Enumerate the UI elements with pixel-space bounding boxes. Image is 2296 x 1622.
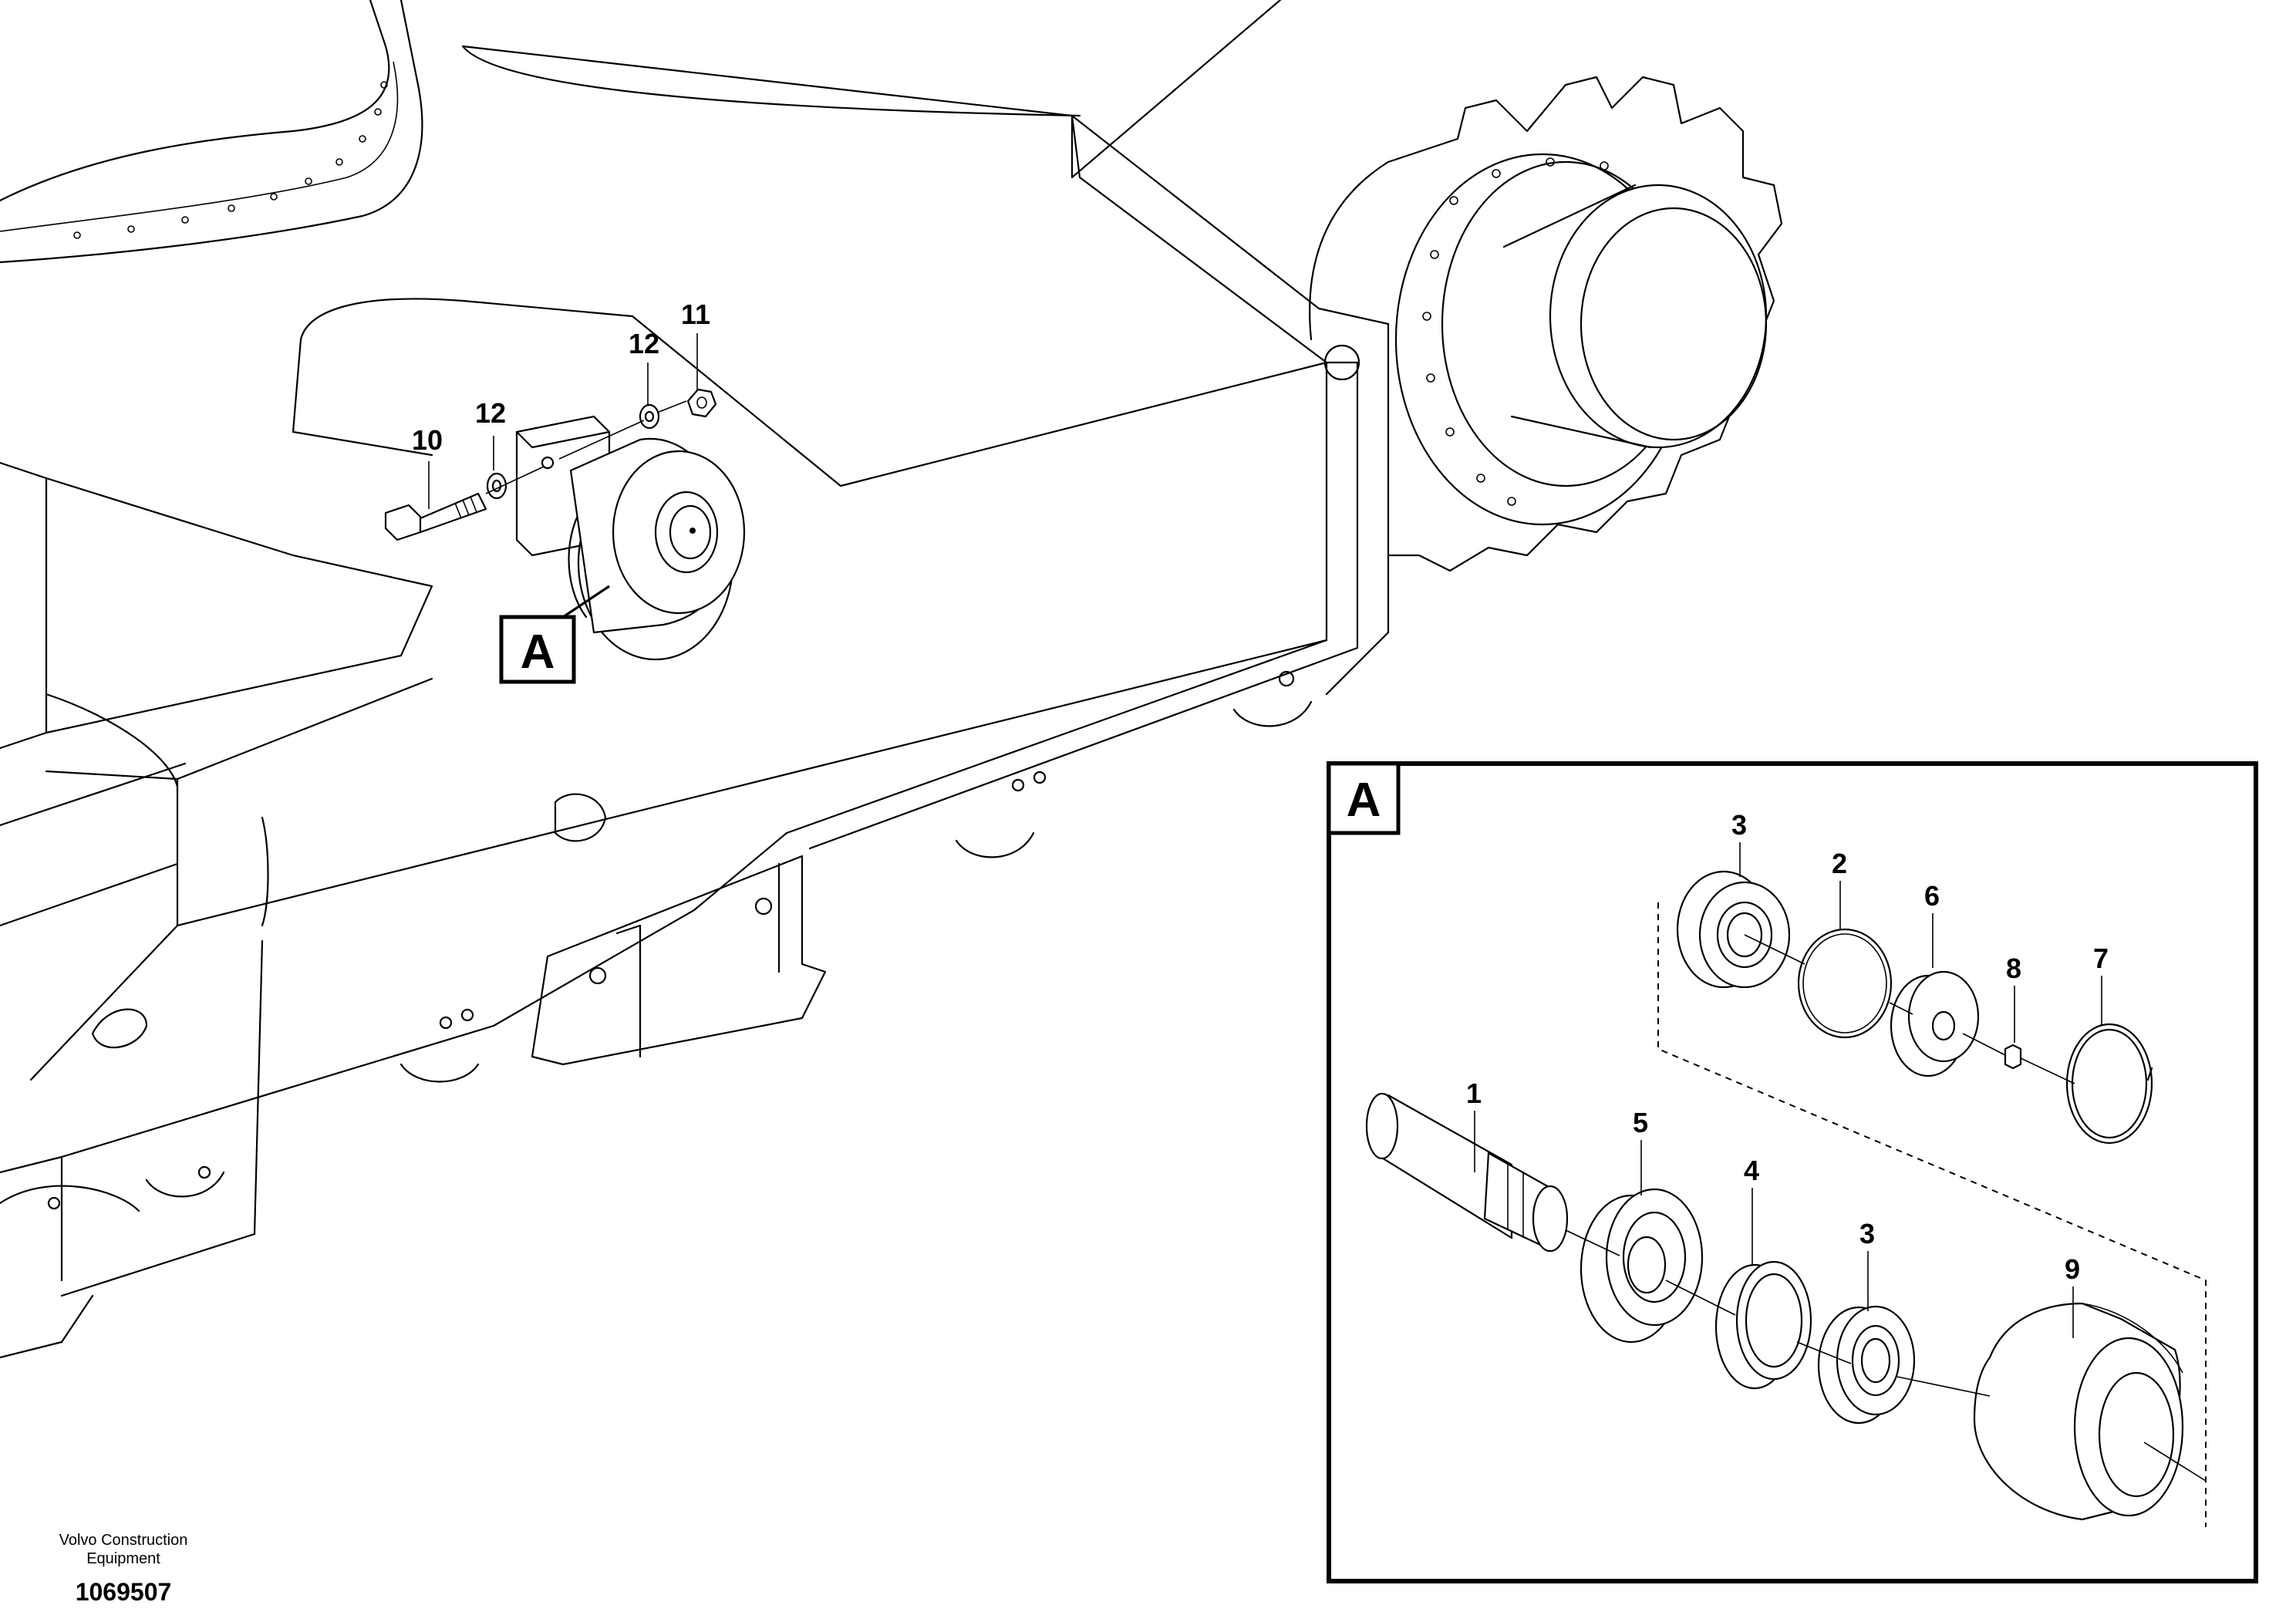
frame-details [47,344,1360,1210]
washer-12-left [486,472,507,500]
snap-ring-7 [2065,1023,2153,1145]
callout-10: 10 [412,424,443,456]
washer-12-right [639,403,660,430]
o-ring-2 [1797,928,1893,1039]
callout-11: 11 [681,298,710,330]
roller-9 [1973,1302,2184,1521]
callout-6: 6 [1924,880,1940,912]
callout-3-upper: 3 [1731,809,1747,841]
plug-8 [2004,1044,2022,1070]
track-frame-illustration [0,0,1783,1359]
slewing-ring [0,0,423,264]
detail-view-a [1327,761,2258,1583]
bearing-3-upper [1676,870,1791,989]
upper-axis [1744,934,2075,1084]
top-roller-assembly [515,415,746,661]
callout-9: 9 [2065,1253,2080,1285]
document-number: 1069507 [76,1578,172,1606]
manufacturer-line-2: Equipment [86,1550,160,1567]
manufacturer-line-1: Volvo Construction [59,1532,188,1549]
callout-7: 7 [2093,943,2109,974]
callout-4: 4 [1744,1155,1759,1186]
callout-2: 2 [1832,848,1847,879]
callout-8: 8 [2006,953,2021,984]
detail-reference-label: A [521,626,555,679]
group-outline [1657,902,2207,1527]
detail-leaders [1474,842,2102,1338]
o-ring-2-inner [1802,933,1887,1034]
track-frame-beam [0,114,1390,1359]
car-body [0,0,1282,788]
callout-12-left: 12 [475,397,506,429]
bushing-4 [1714,1260,1812,1390]
detail-title-box [1327,761,1401,835]
callout-1: 1 [1466,1077,1482,1109]
fastener-axis-line [485,400,687,494]
sprocket-final-drive [1309,76,1783,572]
callout-5: 5 [1633,1107,1648,1138]
shaft-1 [1365,1092,1569,1253]
track-guard-bracket [531,855,827,1066]
detail-title: A [1347,774,1381,827]
bearing-3-lower [1817,1305,1916,1425]
callout-3-lower: 3 [1859,1218,1875,1249]
nut-11 [686,388,717,418]
seal-6 [1890,970,1980,1077]
detail-reference-box [499,615,576,684]
lower-axis [1565,1229,2207,1482]
callout-12-right: 12 [629,328,659,359]
main-leaders [428,333,698,619]
seal-5 [1580,1188,1704,1344]
bolt-10 [384,492,487,541]
